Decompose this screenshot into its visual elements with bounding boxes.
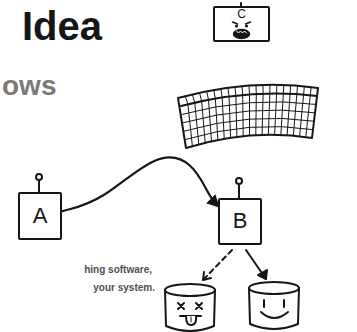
solid-link (246, 250, 266, 279)
service-box: B (218, 198, 262, 245)
subtitle-fragment: ows (2, 70, 56, 102)
node-label: B (220, 209, 260, 233)
node-label: A (20, 204, 60, 228)
antenna (238, 184, 240, 198)
antenna-tip (36, 174, 42, 180)
dashed-link (203, 250, 232, 280)
node-label: C (215, 8, 268, 21)
antenna-tip (236, 178, 242, 184)
flow-arrow (62, 158, 218, 212)
service-box: A (18, 192, 62, 240)
arrow-head (258, 270, 267, 279)
body-text: hing software, (0, 264, 152, 275)
database-dead (165, 284, 215, 331)
antenna (38, 180, 40, 192)
firewall (178, 85, 318, 148)
slide-title: Idea (22, 4, 102, 49)
database-happy (249, 282, 299, 329)
attacker-box: C (213, 6, 270, 42)
body-text: your system. (0, 282, 155, 293)
arrow-head (203, 272, 211, 280)
